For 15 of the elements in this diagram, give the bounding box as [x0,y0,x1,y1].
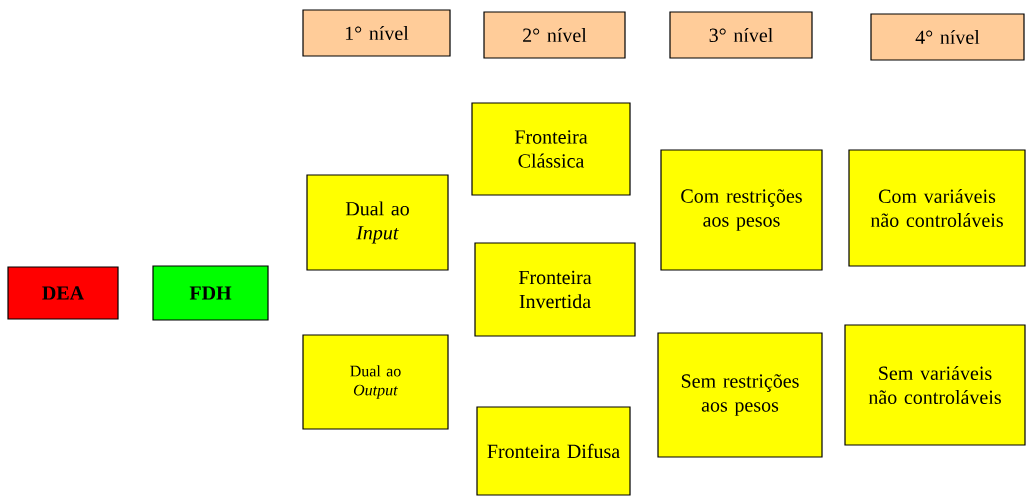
model-box: Sem variáveis não controláveis [844,324,1026,446]
level-box: 3° nível [669,11,813,59]
model-box: Fronteira Difusa [476,406,631,496]
model-box: Com variáveis não controláveis [848,149,1026,267]
model-box: Sem restrições aos pesos [657,332,823,458]
level-box: 2° nível [483,11,626,59]
model-box: Com restrições aos pesos [660,149,823,271]
model-box: Fronteira Invertida [474,242,636,337]
method-box: DEA [7,266,119,320]
model-box: Fronteira Clássica [471,102,631,196]
method-box: FDH [152,265,269,321]
level-box: 1° nível [302,9,451,57]
level-box: 4° nível [870,13,1025,61]
model-box: Dual ao Input [306,174,449,271]
model-box: Dual ao Output [302,334,449,430]
